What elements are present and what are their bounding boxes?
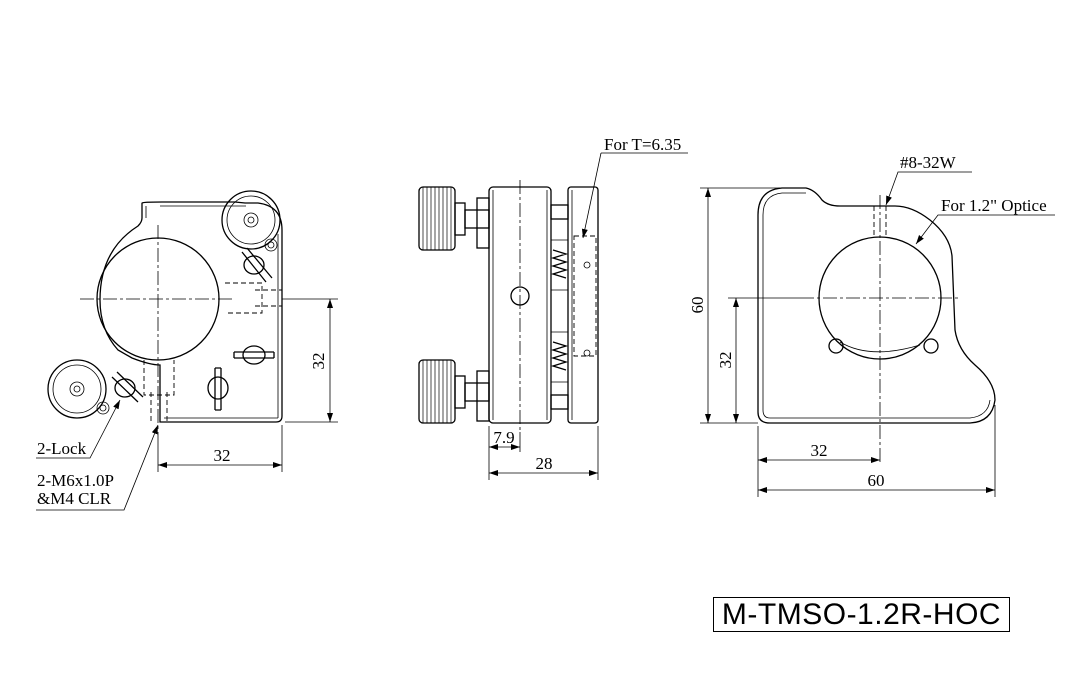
front-dim-vertical: 32 bbox=[309, 353, 328, 370]
front-top-knob bbox=[221, 190, 281, 252]
thread-callout-line1: 2-M6x1.0P bbox=[37, 471, 114, 490]
model-number: M-TMSO-1.2R-HOC bbox=[713, 597, 1010, 632]
side-rear-plate bbox=[567, 186, 599, 424]
side-knob-bottom bbox=[418, 359, 490, 424]
thread-callout-line2: &M4 CLR bbox=[37, 489, 112, 508]
front-adjust-screw-right bbox=[233, 345, 275, 365]
side-spring-top bbox=[550, 249, 569, 279]
front-view: 32 32 2-Lock 2-M6x1.0P &M4 CLR bbox=[36, 190, 338, 511]
front-dim-horizontal: 32 bbox=[214, 446, 231, 465]
front-bottom-knob bbox=[47, 359, 110, 419]
back-dim-center-width: 32 bbox=[811, 441, 828, 460]
side-view: For T=6.35 7.9 28 bbox=[418, 135, 688, 480]
back-dim-width: 60 bbox=[868, 471, 885, 490]
thickness-callout: For T=6.35 bbox=[604, 135, 681, 154]
front-adjust-screw-bottom bbox=[207, 367, 229, 411]
side-spring-bottom bbox=[550, 341, 569, 371]
front-body-outline bbox=[99, 201, 283, 423]
side-dim-depth: 28 bbox=[536, 454, 553, 473]
back-body-outline bbox=[757, 187, 996, 424]
back-dim-center-height: 32 bbox=[716, 352, 735, 369]
side-dim-offset: 7.9 bbox=[493, 428, 514, 447]
lock-callout: 2-Lock bbox=[37, 439, 87, 458]
side-knob-top bbox=[418, 186, 490, 251]
front-lock-lever-top bbox=[241, 247, 273, 283]
back-view: #8-32W For 1.2" Optice 60 32 32 60 bbox=[688, 153, 1055, 497]
back-dim-height: 60 bbox=[688, 297, 707, 314]
front-lock-lever-bottom bbox=[111, 371, 144, 403]
optic-callout: For 1.2" Optice bbox=[941, 196, 1047, 215]
back-thread-callout: #8-32W bbox=[900, 153, 957, 172]
